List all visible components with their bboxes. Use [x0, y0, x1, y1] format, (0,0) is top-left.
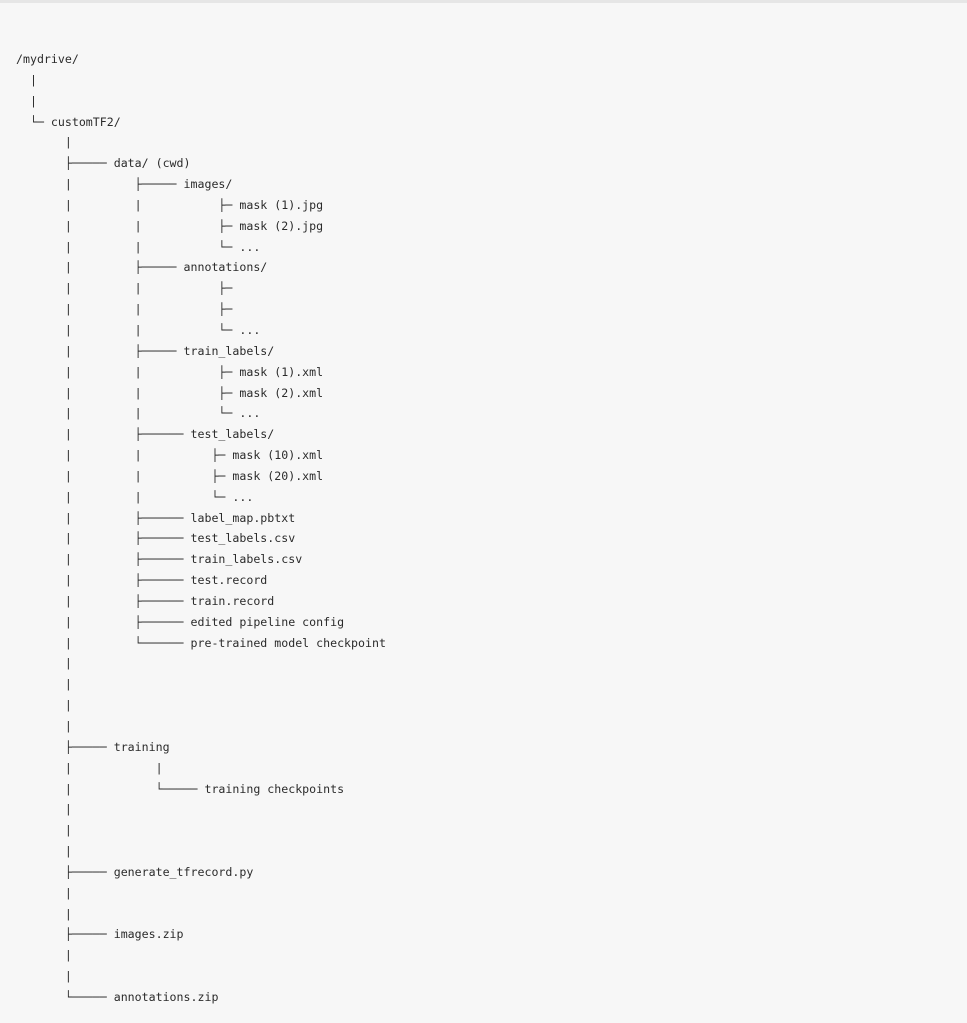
tree-line: | └────── pre-trained model checkpoint: [16, 635, 386, 650]
tree-line: | └───── training checkpoints: [16, 781, 345, 796]
tree-line: └───── annotations.zip: [16, 989, 219, 1004]
tree-line: /mydrive/: [16, 52, 79, 66]
tree-line: |: [16, 719, 72, 733]
tree-line: | | └─ ...: [16, 322, 261, 337]
tree-line: | | ├─ mask (2).xml: [16, 385, 324, 400]
tree-line: |: [16, 969, 72, 984]
tree-line: | ├────── edited pipeline config: [16, 614, 345, 629]
tree-line: |: [16, 698, 72, 713]
tree-line: | | ├─ mask (2).jpg: [16, 218, 324, 233]
tree-line: |: [16, 677, 72, 692]
tree-line: | ├────── train_labels.csv: [16, 552, 303, 567]
tree-line: |: [16, 906, 72, 921]
tree-line: | |: [16, 760, 163, 775]
tree-line: |: [16, 135, 72, 150]
tree-line: | | ├─ mask (10).xml: [16, 448, 324, 463]
tree-line: | | └─ ...: [16, 406, 261, 421]
directory-tree-code-block: /mydrive/ | | └─ customTF2/ | ├───── dat…: [16, 49, 386, 1008]
tree-line: | | ├─ mask (1).jpg: [16, 197, 324, 212]
tree-line: | | ├─ mask (20).xml: [16, 468, 324, 483]
tree-line: | | ├─ mask (1).xml: [16, 364, 324, 379]
tree-line: | | ├─: [16, 302, 233, 317]
tree-line: | ├────── test_labels/: [16, 427, 275, 442]
tree-line: | | └─ ...: [16, 239, 261, 254]
tree-line: | | ├─: [16, 281, 233, 296]
tree-line: | ├────── train.record: [16, 593, 275, 608]
tree-line: |: [16, 93, 37, 108]
tree-line: ├───── generate_tfrecord.py: [16, 864, 254, 879]
tree-line: |: [16, 72, 37, 87]
tree-line: └─ customTF2/: [16, 114, 121, 129]
tree-line: | ├────── label_map.pbtxt: [16, 510, 296, 525]
tree-line: ├───── images.zip: [16, 927, 184, 942]
tree-line: |: [16, 656, 72, 671]
tree-line: | | └─ ...: [16, 489, 254, 504]
tree-line: ├───── data/ (cwd): [16, 156, 191, 171]
tree-line: |: [16, 885, 72, 900]
tree-line: |: [16, 844, 72, 859]
tree-line: |: [16, 823, 72, 838]
top-divider: [0, 0, 967, 3]
tree-line: |: [16, 802, 72, 817]
tree-line: ├───── training: [16, 739, 170, 754]
tree-line: | ├────── test.record: [16, 573, 268, 588]
tree-line: | ├───── annotations/: [16, 260, 268, 275]
tree-line: | ├───── images/: [16, 177, 233, 192]
tree-line: |: [16, 948, 72, 963]
tree-line: | ├───── train_labels/: [16, 343, 275, 358]
tree-line: | ├────── test_labels.csv: [16, 531, 296, 546]
